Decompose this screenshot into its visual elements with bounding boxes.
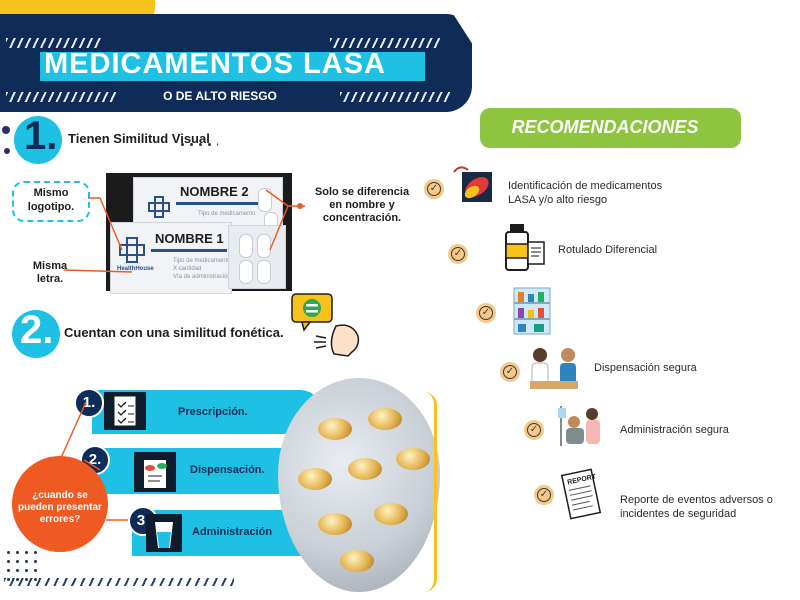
reco-label-report: Reporte de eventos adversos o incidentes… [620,494,773,520]
section-1-heading: Tienen Similitud Visual [68,131,210,146]
footer-hatch-decoration [4,578,234,586]
pill-icon [257,260,271,284]
header-hatch-decoration [340,92,450,102]
title-highlight [40,52,425,81]
pill-icon [239,234,253,258]
labeled-bottle-icon [505,224,545,271]
decorative-dot [4,148,10,154]
capsule [396,448,430,470]
reco-label-administration: Administración segura [620,424,729,436]
section-2-number: 2. [20,308,54,352]
check-icon: ✓ [524,420,544,440]
callout-same-logo-text: Mismo logotipo. [27,187,75,213]
card-back-bar [176,202,264,205]
medicine-card-front: NOMBRE 1 Tipo de medicamento X cantidad … [110,222,232,294]
medical-cross-logo-icon [148,196,170,218]
check-icon: ✓ [424,179,444,199]
errors-question-text: ¿cuando se pueden presentar errores? [18,490,102,525]
recommendations-title: RECOMENDACIONES [511,117,699,137]
process-step-1-label: Prescripción. [178,406,248,418]
header-hatch-decoration [330,38,440,48]
speaking-person-icon [291,293,360,357]
check-icon: ✓ [476,303,496,323]
capsule [298,468,332,490]
card-back-name: NOMBRE 2 [180,184,249,199]
reco-label-labeling: Rotulado Diferencial [558,244,658,256]
blister-pack [228,225,286,289]
nurse-administering-icon [558,406,600,446]
pharmacy-shelf-icon [513,287,551,335]
medical-cross-logo-icon [119,237,145,263]
page-subtitle: O DE ALTO RIESGO [163,89,277,103]
reco-label-identification: Identificación de medicamentos LASA y/o … [508,180,663,206]
decorative-dot [2,126,10,134]
pill-icon [239,260,253,284]
card-front-detail-text: Tipo de medicamento X cantidad Vía de ad… [173,258,231,280]
pills-prescription-icon [134,452,176,492]
capsule [318,513,352,535]
capsules-photo [278,378,440,592]
process-step-1-number: 1. [74,388,104,418]
section-1-badge [14,116,62,164]
glass-of-water-icon [146,514,182,552]
pill-icon [258,188,272,212]
callout-same-logo: Mismo logotipo. [12,181,90,222]
reco-label-dispensing: Dispensación segura [594,362,697,374]
check-icon: ✓ [500,362,520,382]
report-document-icon: REPORT [560,468,602,520]
section-2-badge [12,310,60,358]
capsule [374,503,408,525]
process-step-2-label: Dispensación. [190,464,265,476]
recommendations-banner [480,108,741,148]
check-icon: ✓ [448,244,468,264]
callout-same-letter: Misma letra. [32,260,68,285]
clipboard-checklist-icon [104,392,146,430]
capsule [340,550,374,572]
card-back-detail-text: Tipo de medicamento [198,211,256,217]
dot-pattern [178,140,218,148]
callout-difference: Solo se diferencia en nombre y concentra… [314,186,410,224]
capsule [368,408,402,430]
section-1-number: 1. [24,114,58,158]
errors-question-circle [12,456,108,552]
card-front-bar [151,249,227,252]
pill-icon [257,234,271,258]
photo-accent-arc [424,392,437,592]
page-title: MEDICAMENTOS LASA [44,48,386,80]
process-step-3-label: Administración [192,526,273,538]
pill-identification-icon [453,166,492,202]
header-hatch-decoration [6,92,116,102]
pharmacist-dispensing-icon [530,348,578,389]
capsule [318,418,352,440]
check-icon: ✓ [534,485,554,505]
card-front-name: NOMBRE 1 [155,231,224,246]
capsule [348,458,382,480]
header-hatch-decoration [6,38,101,48]
card-brand-text: HealthHouse [117,266,154,272]
section-2-heading: Cuentan con una similitud fonética. [64,325,284,340]
